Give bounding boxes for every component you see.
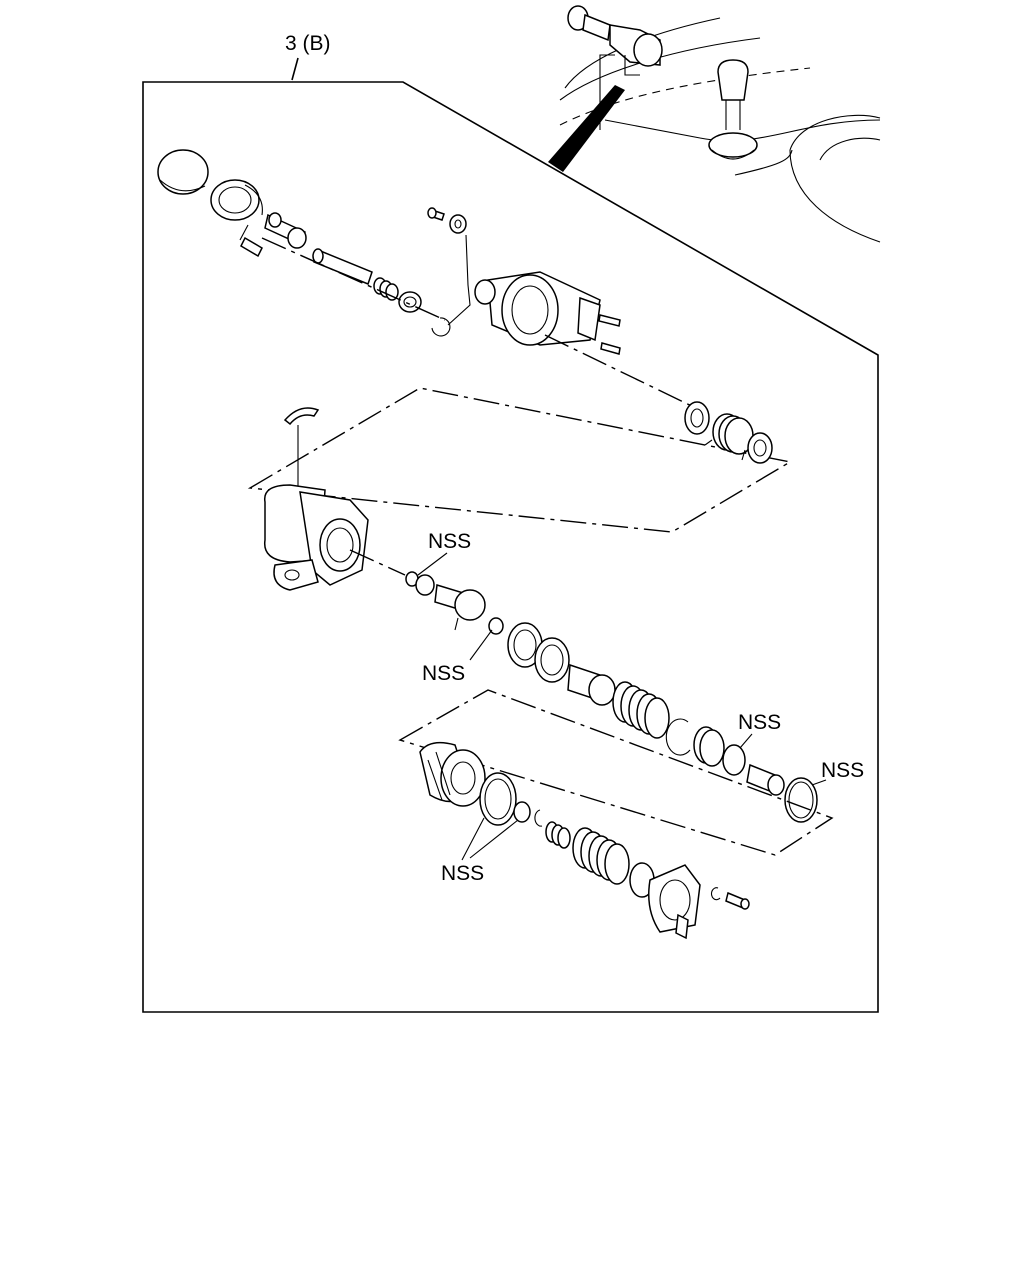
nss-label-5: NSS: [441, 862, 484, 885]
nss-label-3: NSS: [738, 711, 781, 734]
spring-group-1: [684, 401, 773, 464]
small-spring-2-icon: [545, 821, 571, 849]
cylinder-sleeve-icon: [419, 741, 486, 807]
spool-series: [405, 571, 818, 823]
retaining-clip-icon: [283, 407, 320, 495]
large-seal-icon: [479, 772, 517, 826]
subgroup-outline-2: [398, 689, 834, 856]
spring-pack-icon: [693, 726, 725, 767]
nss-label-1: NSS: [428, 530, 471, 553]
plunger-icon: [746, 763, 785, 796]
knob-assembly: [157, 149, 621, 355]
piston-icon: [567, 663, 616, 706]
small-spring-icon: [373, 277, 399, 301]
lower-assembly: [419, 741, 750, 940]
valve-inset-icon: [567, 5, 663, 76]
console-inset-view: [548, 5, 881, 243]
subgroup-outline-1: [247, 387, 792, 533]
seal-ring-icon: [722, 744, 746, 776]
spring-washer-icon: [747, 432, 773, 464]
nss-label-4: NSS: [821, 759, 864, 782]
pointer-wedge: [548, 85, 625, 172]
small-seal-icon: [513, 801, 531, 823]
callout-leader: [291, 57, 299, 81]
valve-body-icon: [263, 484, 369, 591]
end-cover-icon: [648, 864, 701, 940]
shift-lever-icon: [708, 59, 758, 160]
nss-annotations: NSS NSS NSS NSS NSS: [417, 530, 864, 885]
screw-icon: [598, 314, 621, 355]
snap-ring-icon: [431, 317, 451, 337]
return-spring-icon: [572, 827, 630, 885]
detail-frame: [142, 81, 879, 1013]
torsion-spring-icon: [704, 413, 754, 461]
shaft-coupler-icon: [264, 212, 307, 249]
bolt-icon: [427, 207, 467, 234]
nss-label-2: NSS: [422, 662, 465, 685]
washer-ring-icon: [415, 574, 435, 596]
valve-housing-icon: [474, 271, 601, 346]
seal-icon: [488, 617, 504, 635]
bushing-icon: [398, 291, 422, 313]
knob-icon: [157, 149, 209, 195]
circlip-icon: [665, 718, 691, 756]
washer-icon: [684, 401, 710, 435]
compression-spring-icon: [612, 681, 670, 739]
callout-label: 3 (B): [285, 32, 331, 55]
piston-ring-2-icon: [534, 637, 570, 683]
valve-body-assembly: [263, 407, 369, 591]
cover-bolt-icon: [710, 887, 750, 910]
shaft-rod-icon: [312, 248, 373, 285]
knob-collar-icon: [210, 179, 263, 221]
spool-shaft-icon: [434, 584, 486, 631]
large-o-ring-icon: [784, 777, 818, 823]
pin-icon: [239, 224, 263, 258]
clip-ring-icon: [534, 809, 543, 827]
